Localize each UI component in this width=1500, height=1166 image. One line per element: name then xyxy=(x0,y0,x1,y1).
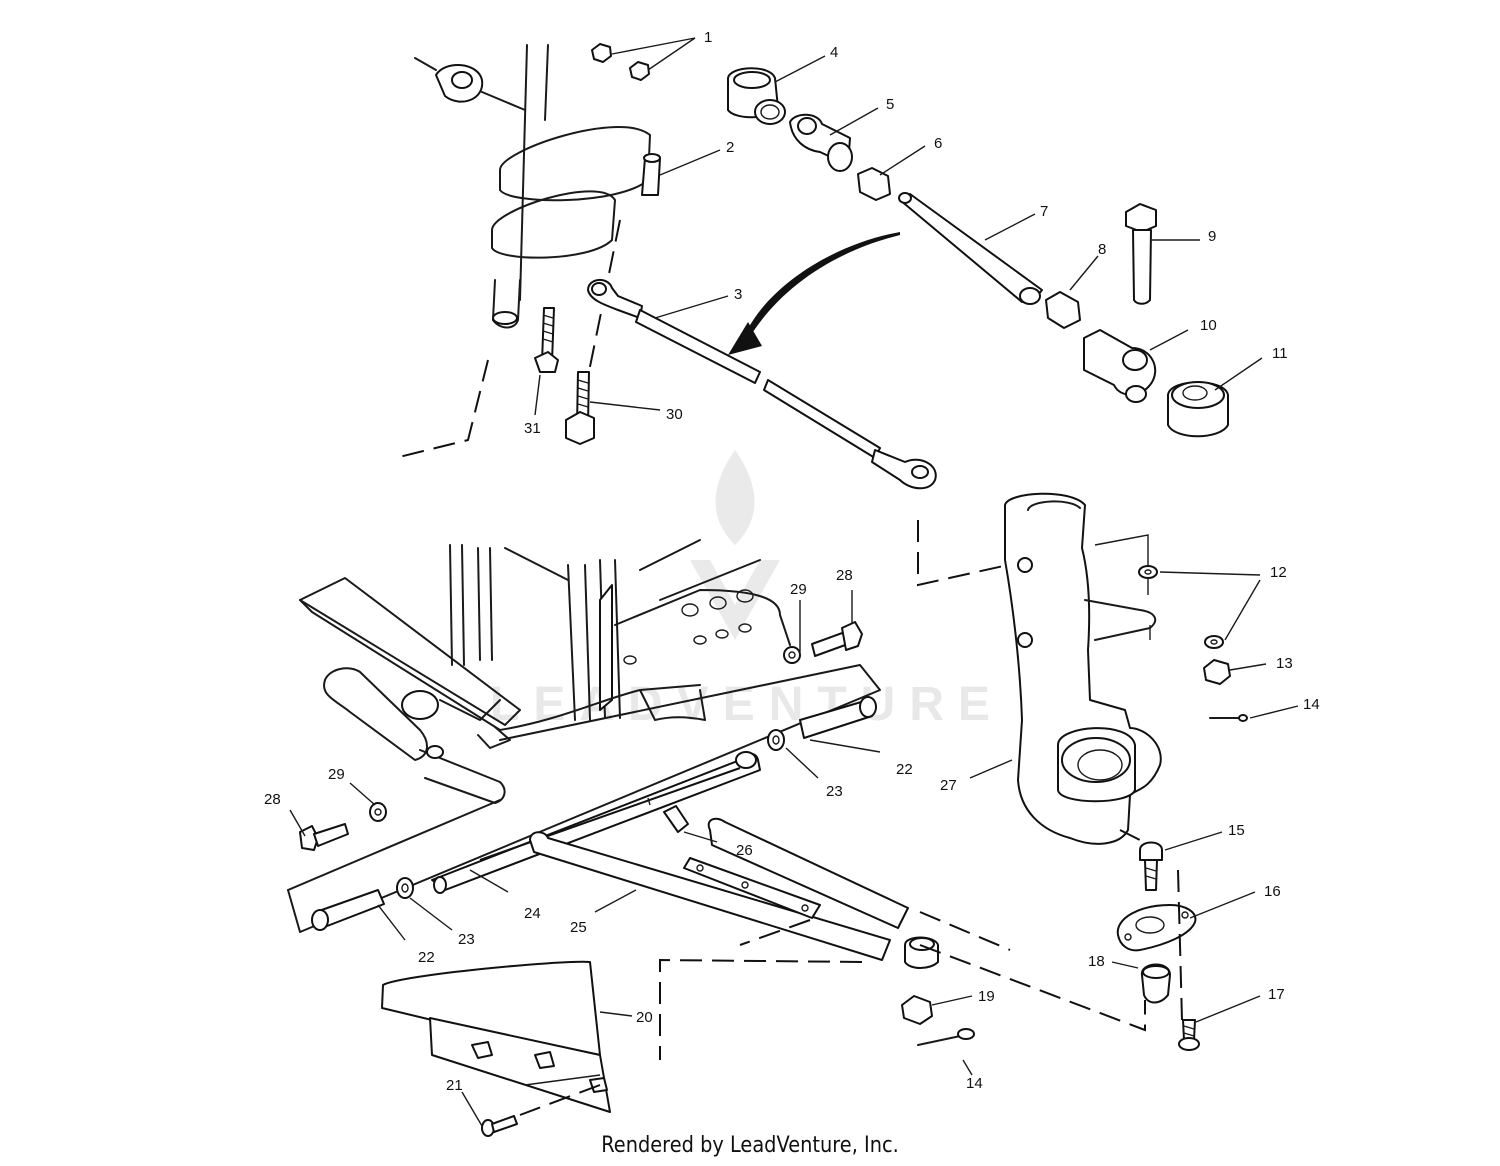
callout-24: 24 xyxy=(524,905,541,922)
skid-guard-20 xyxy=(381,960,611,1113)
leader-15 xyxy=(1119,829,1141,841)
adjuster-tube-7 xyxy=(898,192,1043,305)
callout-11: 11 xyxy=(1272,345,1288,362)
steering-column-assembly xyxy=(394,44,661,459)
rod-end-10 xyxy=(1083,329,1157,403)
callout-9: 9 xyxy=(1208,228,1216,245)
nut-1-right xyxy=(629,61,650,81)
bolt-15 xyxy=(1139,841,1163,891)
callout-8: 8 xyxy=(1098,241,1106,258)
callout-26: 26 xyxy=(736,842,753,859)
callout-25: 25 xyxy=(570,919,587,936)
render-credit: Rendered by LeadVenture, Inc. xyxy=(601,1133,899,1158)
bolt-31 xyxy=(534,307,559,373)
rod-end-5 xyxy=(789,113,853,172)
jam-nut-6 xyxy=(857,167,891,201)
callout-23-right: 23 xyxy=(826,783,843,800)
bolt-9 xyxy=(1125,203,1157,305)
callout-30: 30 xyxy=(666,406,683,423)
callout-1: 1 xyxy=(704,29,712,46)
jam-nut-8 xyxy=(1045,291,1081,329)
bolt-28-upper xyxy=(811,621,863,657)
callout-3: 3 xyxy=(734,286,742,303)
castle-nut-19 xyxy=(901,995,933,1025)
bolt-30 xyxy=(565,371,595,445)
callout-19: 19 xyxy=(978,988,995,1005)
washer-23-right xyxy=(767,729,785,751)
nut-1-left xyxy=(591,43,612,63)
callout-5: 5 xyxy=(886,96,894,113)
leader-lines xyxy=(289,37,1299,1127)
pivot-tube-22-left xyxy=(311,889,385,931)
bushing-4 xyxy=(727,67,786,125)
callout-28-lower: 28 xyxy=(264,791,281,808)
callout-20: 20 xyxy=(636,1009,653,1026)
callout-14-upper: 14 xyxy=(1303,696,1320,713)
callout-2: 2 xyxy=(726,139,734,156)
callout-28-upper: 28 xyxy=(836,567,853,584)
callout-labels: 1 2 3 4 5 6 7 8 9 10 11 12 13 14 14 15 1… xyxy=(264,29,1320,1094)
washer-23-left xyxy=(396,877,414,899)
callout-12: 12 xyxy=(1270,564,1287,581)
a-arm-25 xyxy=(431,751,939,969)
washer-29-lower xyxy=(369,802,387,822)
callout-6: 6 xyxy=(934,135,942,152)
ball-joint-18 xyxy=(1141,963,1171,1004)
callout-7: 7 xyxy=(1040,203,1048,220)
callout-29-upper: 29 xyxy=(790,581,807,598)
grease-fitting-26 xyxy=(647,797,689,833)
tie-rod-3 xyxy=(587,279,937,490)
callout-4: 4 xyxy=(830,44,838,61)
callout-23-left: 23 xyxy=(458,931,475,948)
washer-12-lower xyxy=(1204,635,1224,649)
callout-10: 10 xyxy=(1200,317,1217,334)
callout-18: 18 xyxy=(1088,953,1105,970)
cotter-pin-14-upper xyxy=(1209,714,1248,722)
callout-21: 21 xyxy=(446,1077,463,1094)
plate-16 xyxy=(1116,904,1197,952)
washer-29-upper xyxy=(783,646,801,664)
callout-17: 17 xyxy=(1268,986,1285,1003)
callout-27: 27 xyxy=(940,777,957,794)
spindle-27 xyxy=(917,492,1162,845)
callout-16: 16 xyxy=(1264,883,1281,900)
callout-22-right: 22 xyxy=(896,761,913,778)
bushing-11 xyxy=(1167,381,1229,438)
bolt-28-lower xyxy=(299,823,349,851)
direction-arrow xyxy=(728,232,900,355)
callout-29-lower: 29 xyxy=(328,766,345,783)
callout-13: 13 xyxy=(1276,655,1293,672)
callout-22-left: 22 xyxy=(418,949,435,966)
washer-12-upper xyxy=(1138,565,1158,579)
screw-17 xyxy=(1178,1019,1200,1051)
frame-section xyxy=(299,539,791,804)
a-arm-mount-plane xyxy=(287,664,881,933)
cotter-pin-14-lower xyxy=(917,1028,975,1046)
callout-15: 15 xyxy=(1228,822,1245,839)
pivot-tube-22-right xyxy=(799,696,877,739)
callout-14-lower: 14 xyxy=(966,1075,983,1092)
leader-17 xyxy=(1177,869,1183,1021)
alignment-lines xyxy=(519,911,1146,1116)
callout-31: 31 xyxy=(524,420,541,437)
watermark-text: LEADVENTURE xyxy=(490,678,1004,731)
screw-21 xyxy=(481,1115,518,1137)
castle-nut-13 xyxy=(1203,659,1231,685)
